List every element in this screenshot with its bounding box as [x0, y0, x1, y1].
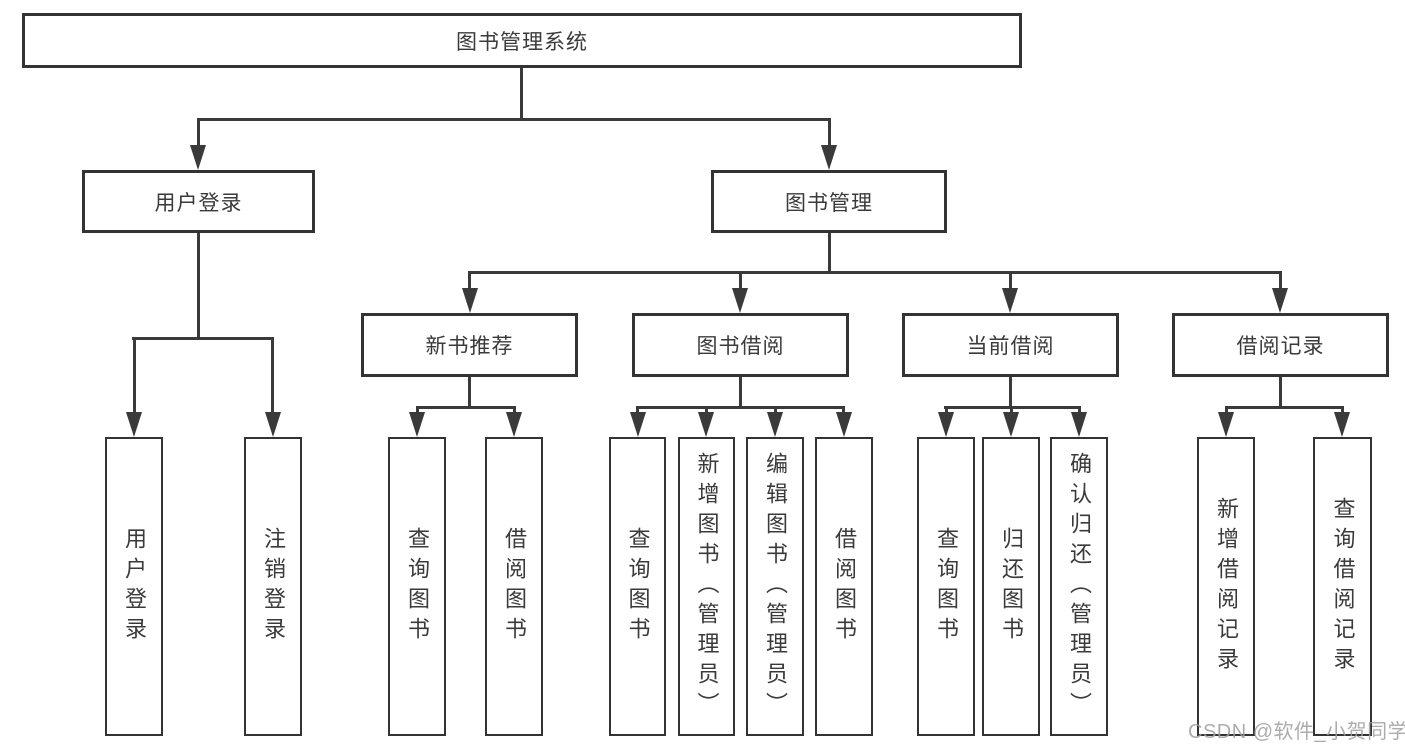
connector-stem-leaf [1078, 406, 1081, 414]
node-current-borrowing: 当前借阅 [902, 313, 1119, 377]
arrow-down-icon [506, 412, 522, 437]
arrow-down-icon [1218, 412, 1234, 437]
connector-newrec-stem [468, 377, 471, 409]
leaf-borrow-books: 借阅图书 [815, 437, 873, 736]
node-book-management-group: 图书管理 [711, 170, 947, 233]
arrow-down-icon [409, 412, 425, 437]
leaf-borrow-books-recommend: 借阅图书 [485, 437, 543, 736]
arrow-down-icon [1071, 412, 1087, 437]
connector-root-stem [520, 68, 523, 118]
connector-stem-leaf [705, 406, 708, 414]
arrow-down-icon [938, 412, 954, 437]
arrow-down-icon [732, 288, 748, 313]
connector-stem-leaf [842, 406, 845, 414]
arrow-down-icon [265, 412, 281, 437]
arrow-down-icon [767, 412, 783, 437]
connector-bookmgmt-rail [468, 271, 1282, 274]
connector-bookmgmt-stem [828, 233, 831, 271]
connector-stem-leaf [1341, 406, 1344, 414]
arrow-down-icon [698, 412, 714, 437]
leaf-label: 查询借阅记录 [1330, 496, 1356, 677]
leaf-query-books-recommend: 查询图书 [388, 437, 446, 736]
leaf-label: 查询图书 [405, 526, 430, 647]
arrow-down-icon [190, 145, 206, 170]
leaf-add-borrow-record: 新增借阅记录 [1197, 437, 1255, 736]
node-new-book-recommend: 新书推荐 [361, 313, 578, 377]
connector-root-rail [197, 118, 831, 121]
connector-current-stem [1009, 377, 1012, 409]
leaf-label: 查询图书 [934, 526, 959, 647]
connector-stem-leaf [271, 337, 274, 414]
leaf-label: 用户登录 [122, 526, 147, 647]
leaf-label: 新增图书（管理员） [694, 451, 720, 722]
connector-userlogin-stem [197, 233, 200, 337]
node-label: 图书借阅 [696, 335, 785, 358]
leaf-query-books-current: 查询图书 [917, 437, 975, 736]
node-label: 当前借阅 [966, 335, 1055, 358]
node-label: 用户登录 [154, 191, 243, 215]
leaf-label: 新增借阅记录 [1214, 496, 1239, 677]
connector-stem-leaf [1225, 406, 1228, 414]
leaf-query-borrow-record: 查询借阅记录 [1313, 437, 1372, 736]
leaf-label: 借阅图书 [502, 526, 527, 647]
connector-userlogin-rail [132, 337, 274, 340]
connector-stem-leaf [774, 406, 777, 414]
leaf-label: 注销登录 [261, 526, 286, 647]
arrow-down-icon [1272, 288, 1288, 313]
arrow-down-icon [1003, 412, 1019, 437]
node-label: 借阅记录 [1236, 335, 1325, 358]
arrow-down-icon [126, 412, 142, 437]
leaf-logout: 注销登录 [244, 437, 302, 736]
arrow-down-icon [836, 412, 852, 437]
leaf-add-books-admin: 新增图书（管理员） [678, 437, 735, 736]
connector-stem-leaf [513, 406, 516, 414]
connector-stem-newrec [468, 271, 471, 290]
connector-stem-leaf [133, 337, 136, 414]
node-label: 图书管理 [785, 191, 873, 215]
connector-stem-book-mgmt [828, 118, 831, 147]
node-borrow-records: 借阅记录 [1172, 313, 1389, 377]
leaf-label: 编辑图书（管理员） [763, 451, 788, 722]
leaf-label: 归还图书 [999, 526, 1024, 647]
arrow-down-icon [630, 412, 646, 437]
connector-records-rail [1225, 406, 1344, 409]
node-user-login-group: 用户登录 [82, 170, 315, 233]
leaf-label: 查询图书 [625, 526, 651, 647]
connector-stem-leaf [416, 406, 419, 414]
connector-stem-leaf [945, 406, 948, 414]
leaf-query-books-borrowing: 查询图书 [609, 437, 666, 736]
leaf-label: 确认归还（管理员） [1067, 451, 1092, 722]
connector-stem-borrowing [739, 271, 742, 290]
leaf-confirm-return-admin: 确认归还（管理员） [1050, 437, 1108, 736]
connector-stem-leaf [1010, 406, 1013, 414]
leaf-edit-books-admin: 编辑图书（管理员） [746, 437, 804, 736]
connector-borrowing-stem [739, 377, 742, 409]
connector-stem-leaf [636, 406, 639, 414]
connector-stem-user-login [197, 118, 200, 147]
arrow-down-icon [1334, 412, 1350, 437]
node-library-management-system: 图书管理系统 [22, 13, 1022, 68]
leaf-user-login: 用户登录 [105, 437, 163, 736]
node-label: 新书推荐 [425, 335, 514, 358]
connector-stem-current [1009, 271, 1012, 290]
connector-newrec-rail [416, 406, 516, 409]
arrow-down-icon [1002, 288, 1018, 313]
arrow-down-icon [462, 288, 478, 313]
csdn-watermark: CSDN @软件_小贺同学 [1188, 721, 1405, 743]
leaf-return-books: 归还图书 [982, 437, 1040, 736]
node-book-borrowing: 图书借阅 [632, 313, 849, 377]
leaf-label: 借阅图书 [832, 526, 857, 647]
node-label: 图书管理系统 [456, 30, 588, 54]
arrow-down-icon [821, 145, 837, 170]
connector-borrowing-rail [636, 406, 845, 409]
connector-stem-records [1279, 271, 1282, 290]
connector-records-stem [1279, 377, 1282, 409]
